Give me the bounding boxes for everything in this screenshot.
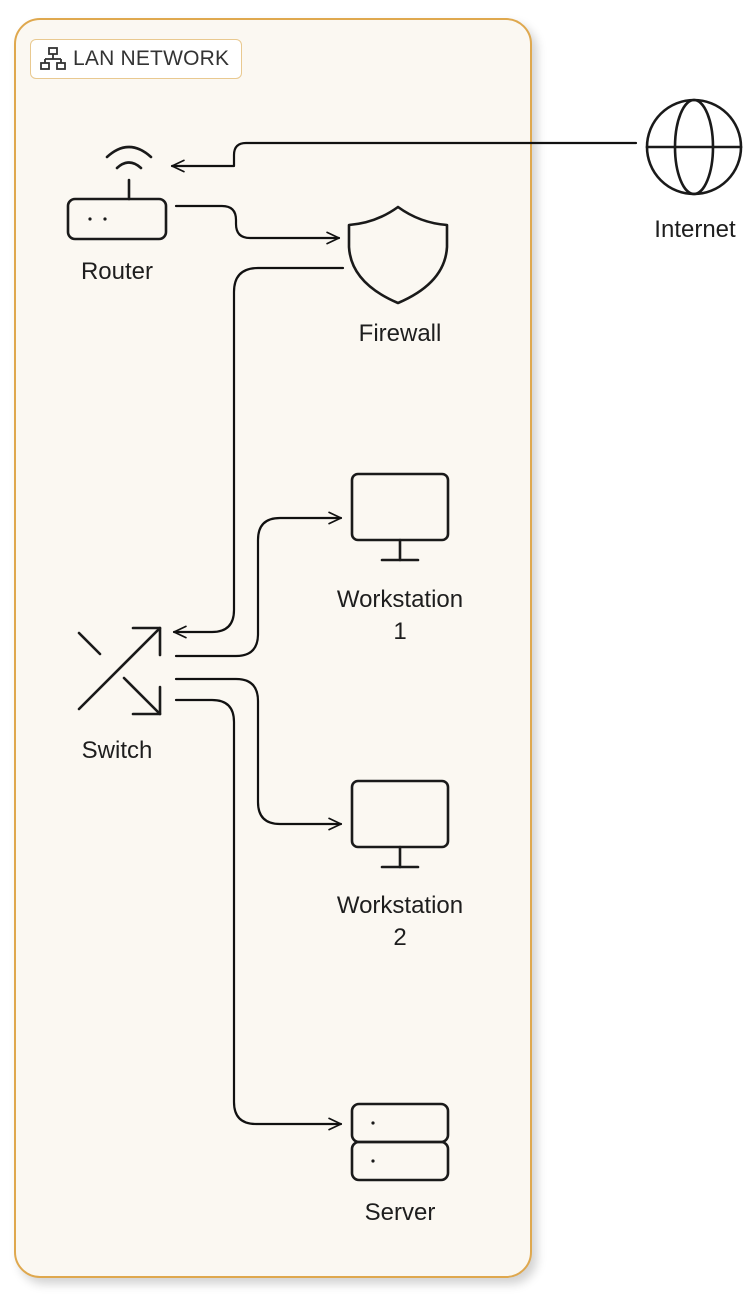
switch-label: Switch [81,737,153,764]
workstation-2-label: Workstation 2 [336,892,464,951]
group-title: LAN NETWORK [73,47,230,70]
edge-switch-workstation2 [174,677,343,824]
workstation-1-label: Workstation 1 [336,586,464,645]
server-label: Server [364,1199,436,1226]
lan-network-group [14,18,532,1278]
edge-switch-workstation1 [174,518,343,658]
network-icon [40,47,66,70]
internet-label: Internet [654,216,736,243]
group-badge: LAN NETWORK [30,39,243,79]
firewall-label: Firewall [358,320,442,347]
edge-internet-router [170,141,638,166]
edge-router-firewall [174,204,341,238]
switch-icon [77,626,162,716]
shield-icon [347,205,449,305]
globe-icon [645,98,743,196]
server-icon [350,1102,450,1182]
monitor-icon [350,779,450,869]
monitor-icon [350,472,450,562]
router-label: Router [80,258,154,285]
edge-switch-server [174,698,343,1124]
edge-firewall-switch [172,266,345,632]
router-icon [66,145,168,241]
